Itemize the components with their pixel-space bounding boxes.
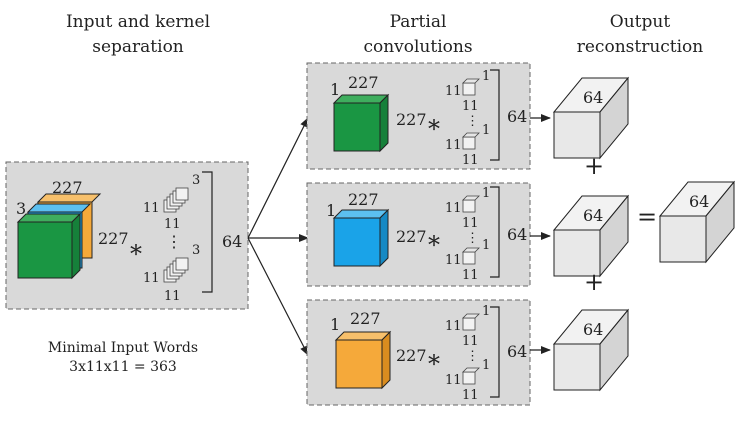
header-output-line1: Output (610, 12, 671, 32)
partial-1-kernel-size-bottom-b: 11 (462, 153, 479, 168)
partial-1-kernel-depth-bottom: 1 (482, 123, 490, 138)
partial-1-kernel-depth-top: 1 (482, 69, 490, 84)
equals-operator: = (637, 203, 657, 231)
plus-operator-2: + (584, 268, 604, 296)
header-partial-line2: convolutions (363, 37, 472, 57)
partial-2-kernel-size-top: 11 (445, 201, 462, 216)
partial-block-3: 1 227 227 * 11 1 11 ⋮ 11 1 11 64 (306, 299, 531, 406)
input-kernel-size-top-bottom: 11 (164, 217, 181, 232)
output-prism-3 (552, 308, 630, 392)
partial-1-num-kernels: 64 (507, 107, 527, 126)
partial-1-kernel-size-top-b: 11 (462, 99, 479, 114)
partial-3-kernel-depth-top: 1 (482, 304, 490, 319)
header-partial-line1: Partial (390, 12, 447, 32)
partial-3-width: 227 (350, 309, 381, 328)
note-line1: Minimal Input Words (48, 340, 198, 356)
partial-2-height: 227 (396, 227, 427, 246)
input-kernel-bottom (163, 257, 189, 283)
output-2-depth: 64 (583, 206, 603, 225)
input-depth-label: 3 (16, 199, 26, 218)
partial-3-vdots: ⋮ (466, 349, 479, 364)
input-arrows (247, 117, 309, 356)
partial-2-kernel-depth-top: 1 (482, 186, 490, 201)
partial-2-width: 227 (348, 190, 379, 209)
header-output-line2: reconstruction (577, 37, 704, 57)
input-cube-green (16, 212, 82, 280)
input-kernel-size-bottom: 11 (143, 271, 160, 286)
header-input-line2: separation (92, 37, 184, 57)
input-kernel-depth-top: 3 (192, 173, 200, 188)
input-num-kernels: 64 (222, 232, 242, 251)
partial-block-1: 1 227 227 * 11 1 11 ⋮ 11 1 11 64 (306, 62, 531, 170)
note-line2: 3x11x11 = 363 (69, 359, 177, 375)
final-output-prism (658, 180, 736, 264)
output-prism-1 (552, 76, 630, 160)
partial-3-num-kernels: 64 (507, 342, 527, 361)
partial-2-kernel-depth-bottom: 1 (482, 238, 490, 253)
final-output-depth: 64 (689, 192, 709, 211)
input-kernel-bracket (202, 171, 213, 293)
partial-1-vdots: ⋮ (466, 114, 479, 129)
partial-1-conv-operator: * (428, 115, 440, 143)
partial-1-kernel-size-bottom: 11 (445, 138, 462, 153)
input-width-label: 227 (52, 178, 83, 197)
partial-3-kernel-depth-bottom: 1 (482, 358, 490, 373)
partial-block-2: 1 227 227 * 11 1 11 ⋮ 11 1 11 64 (306, 182, 531, 287)
partial-1-width: 227 (348, 73, 379, 92)
partial-2-kernel-size-bottom: 11 (445, 253, 462, 268)
partial-3-conv-operator: * (428, 350, 440, 378)
partial-3-kernel-size-bottom-b: 11 (462, 388, 479, 403)
plus-operator-1: + (584, 152, 604, 180)
partial-2-num-kernels: 64 (507, 225, 527, 244)
partial-2-kernel-size-bottom-b: 11 (462, 268, 479, 283)
arrow-to-partial-3 (247, 237, 309, 356)
output-prism-2 (552, 194, 630, 278)
partial-3-kernel-size-top-b: 11 (462, 334, 479, 349)
input-kernel-vdots: ⋮ (166, 232, 182, 251)
input-block: 3 227 227 * 11 3 11 ⋮ 11 3 11 64 (5, 161, 249, 310)
partial-1-height: 227 (396, 110, 427, 129)
output-3-depth: 64 (583, 320, 603, 339)
partial-3-height: 227 (396, 346, 427, 365)
partial-3-kernel-size-top: 11 (445, 319, 462, 334)
partial-2-kernel-size-top-b: 11 (462, 216, 479, 231)
partial-1-kernel-size-top: 11 (445, 84, 462, 99)
header-input-line1: Input and kernel (66, 12, 210, 32)
partial-3-kernel-size-bottom: 11 (445, 373, 462, 388)
partial-3-depth: 1 (330, 315, 340, 334)
input-kernel-top (163, 187, 189, 213)
input-kernel-size-top: 11 (143, 201, 160, 216)
output-arrows (530, 114, 551, 354)
partial-2-vdots: ⋮ (466, 231, 479, 246)
arrow-to-partial-1 (247, 117, 309, 239)
partial-2-depth: 1 (326, 201, 336, 220)
input-kernel-size-bottom-bottom: 11 (164, 289, 181, 304)
input-conv-operator: * (130, 240, 142, 268)
partial-2-conv-operator: * (428, 231, 440, 259)
partial-1-depth: 1 (330, 80, 340, 99)
output-1-depth: 64 (583, 88, 603, 107)
input-height-label: 227 (98, 229, 129, 248)
input-kernel-depth-bottom: 3 (192, 243, 200, 258)
